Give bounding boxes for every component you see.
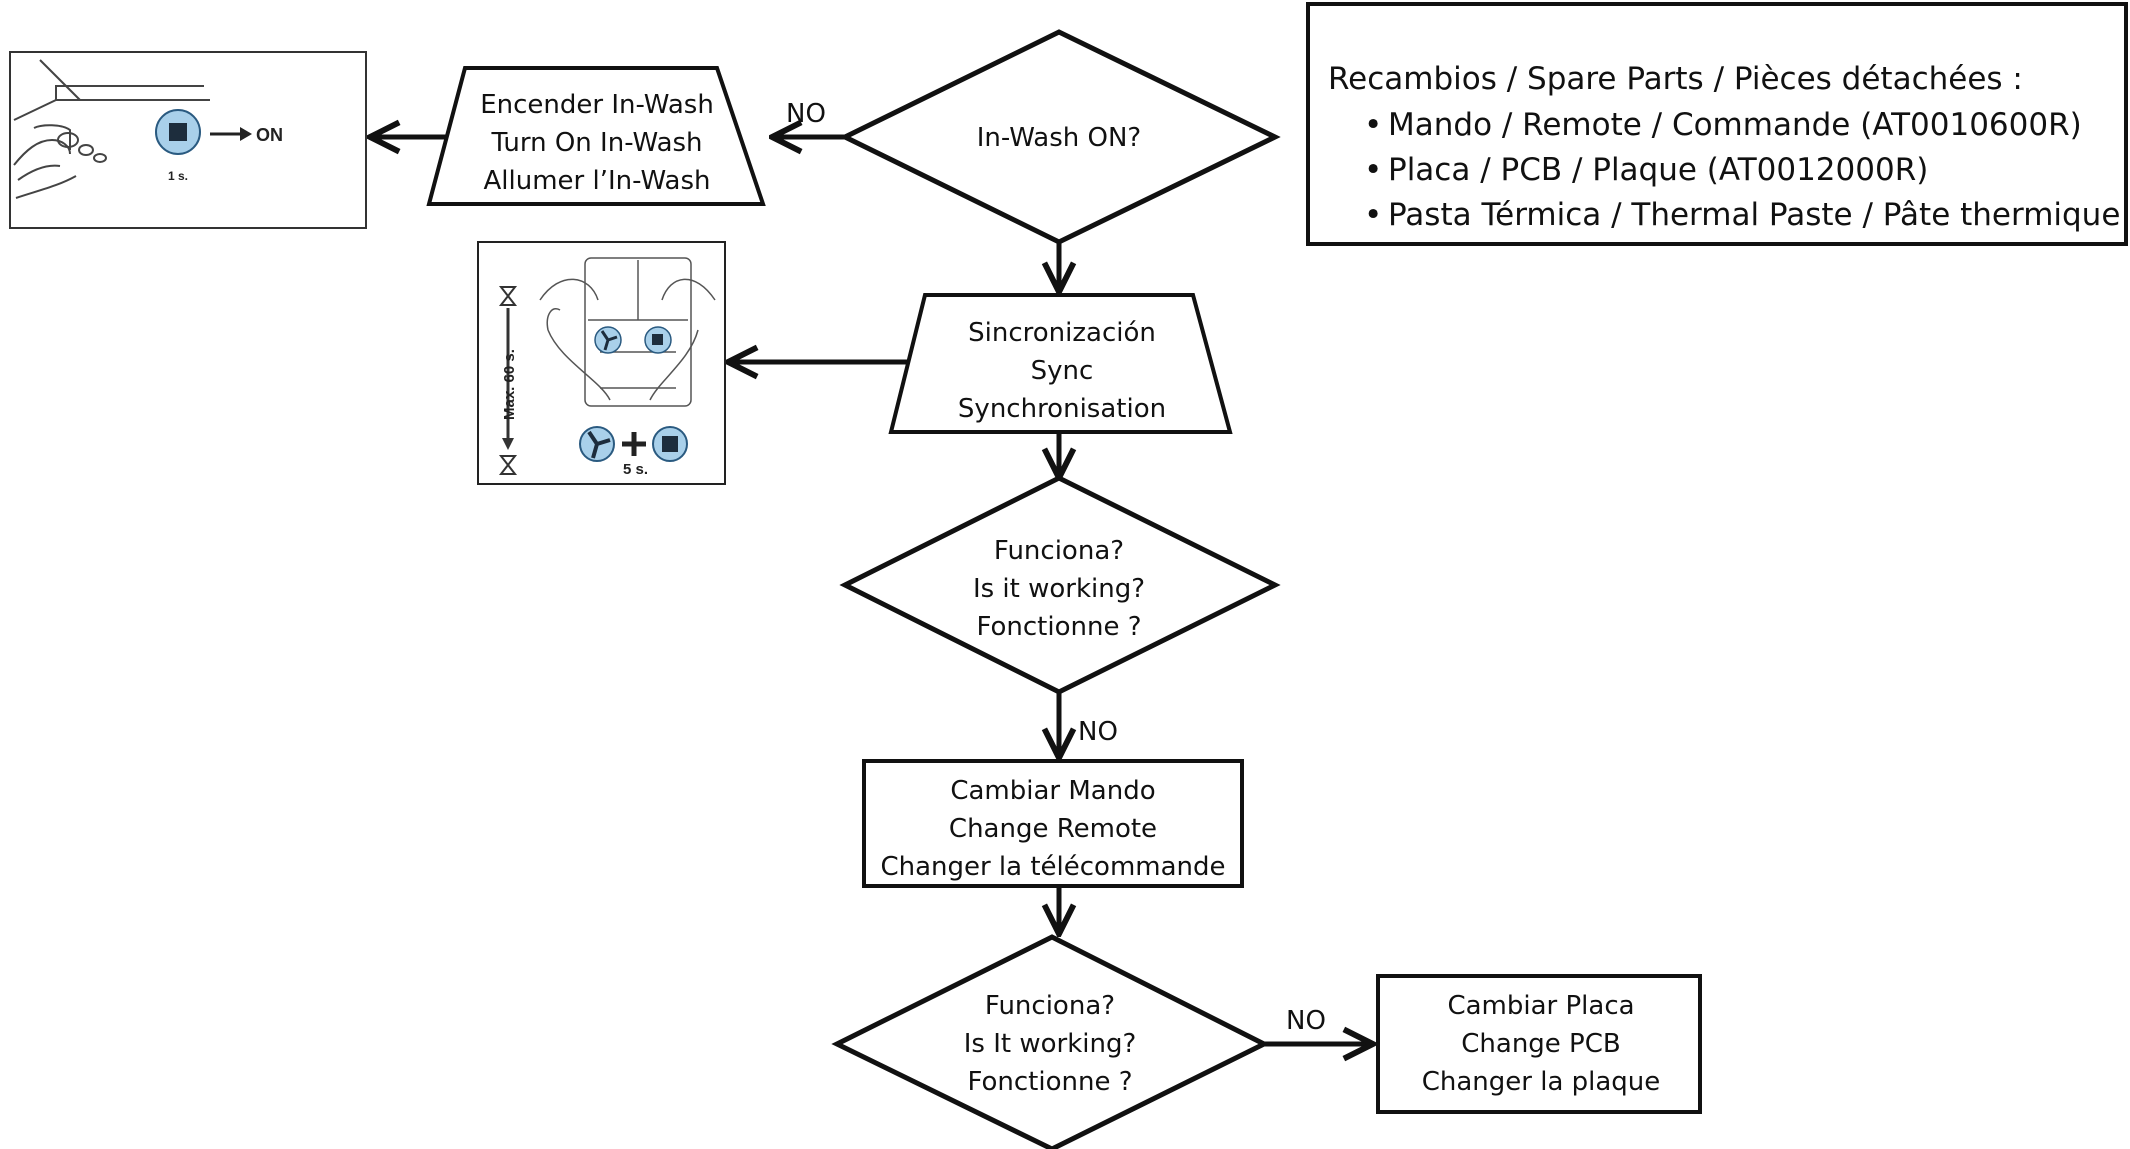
remote-stop-button-icon (644, 326, 672, 354)
sync-max-time: Max. 60 s. (501, 349, 518, 420)
plus-icon (622, 432, 646, 456)
spare-parts-title: Recambios / Spare Parts / Pièces détaché… (1328, 61, 2023, 97)
decision-inwash-label: In-Wash ON? (977, 123, 1141, 153)
connectors (370, 137, 1373, 1044)
working1-line-fr: Fonctionne ? (976, 612, 1141, 642)
spare-parts-item-2: Placa / PCB / Plaque (AT0012000R) (1388, 152, 1928, 188)
pcb-line-fr: Changer la plaque (1422, 1067, 1661, 1097)
illustration-sync-remote: Max. 60 s. (477, 241, 726, 485)
hand-pressing-icon (13, 59, 210, 199)
pcb-line-en: Change PCB (1461, 1029, 1620, 1059)
sync-duration: 5 s. (623, 461, 648, 478)
hourglass-icon (498, 286, 518, 475)
power-on-text: ON (256, 125, 283, 145)
process-turn-on-inwash: Encender In-Wash Turn On In-Wash Allumer… (426, 66, 766, 206)
edge-label-working2-no: NO (1286, 1006, 1326, 1036)
stop-button-icon (155, 109, 201, 155)
timer-arrow-icon (502, 438, 514, 450)
spare-parts-box: Recambios / Spare Parts / Pièces détaché… (1306, 2, 2128, 246)
decision-inwash-on: In-Wash ON? (839, 29, 1281, 245)
turnon-line-en: Turn On In-Wash (490, 128, 702, 158)
remote-line-en: Change Remote (949, 814, 1157, 844)
process-sync: Sincronización Sync Synchronisation (888, 293, 1233, 434)
spare-parts-bullet-2: • (1364, 152, 1382, 188)
arrow-right-icon (210, 127, 252, 141)
working2-line-fr: Fonctionne ? (967, 1067, 1132, 1097)
spare-parts-bullet-1: • (1364, 107, 1382, 143)
spare-parts-bullet-3: • (1364, 197, 1382, 233)
spare-parts-item-1: Mando / Remote / Commande (AT0010600R) (1388, 107, 2082, 143)
illustration-power-on: 1 s. ON (9, 51, 367, 229)
working1-line-en: Is it working? (973, 574, 1145, 604)
sync-line-es: Sincronización (968, 318, 1156, 348)
working2-line-en: Is It working? (964, 1029, 1137, 1059)
remote-line-es: Cambiar Mando (950, 776, 1155, 806)
working1-line-es: Funciona? (994, 536, 1124, 566)
sync-line-fr: Synchronisation (958, 394, 1166, 424)
turnon-line-es: Encender In-Wash (480, 90, 714, 120)
spare-parts-item-3: Pasta Térmica / Thermal Paste / Pâte the… (1388, 197, 2120, 233)
decision-working-1: Funciona? Is it working? Fonctionne ? (839, 475, 1281, 695)
combo-stop-button-icon (652, 426, 688, 462)
edge-label-inwash-no: NO (786, 99, 826, 129)
fan-button-icon (594, 326, 622, 354)
turnon-line-fr: Allumer l’In-Wash (484, 166, 711, 196)
sync-line-en: Sync (1031, 356, 1094, 386)
remote-line-fr: Changer la télécommande (880, 852, 1225, 882)
working2-line-es: Funciona? (985, 991, 1115, 1021)
combo-fan-button-icon (579, 426, 615, 462)
pcb-line-es: Cambiar Placa (1447, 991, 1634, 1021)
power-on-duration: 1 s. (168, 169, 188, 183)
process-change-remote: Cambiar Mando Change Remote Changer la t… (862, 759, 1244, 888)
remote-outline-icon (539, 257, 716, 407)
decision-working-2: Funciona? Is It working? Fonctionne ? (831, 934, 1270, 1149)
edge-label-working1-no: NO (1078, 717, 1118, 747)
process-change-pcb: Cambiar Placa Change PCB Changer la plaq… (1376, 974, 1702, 1114)
